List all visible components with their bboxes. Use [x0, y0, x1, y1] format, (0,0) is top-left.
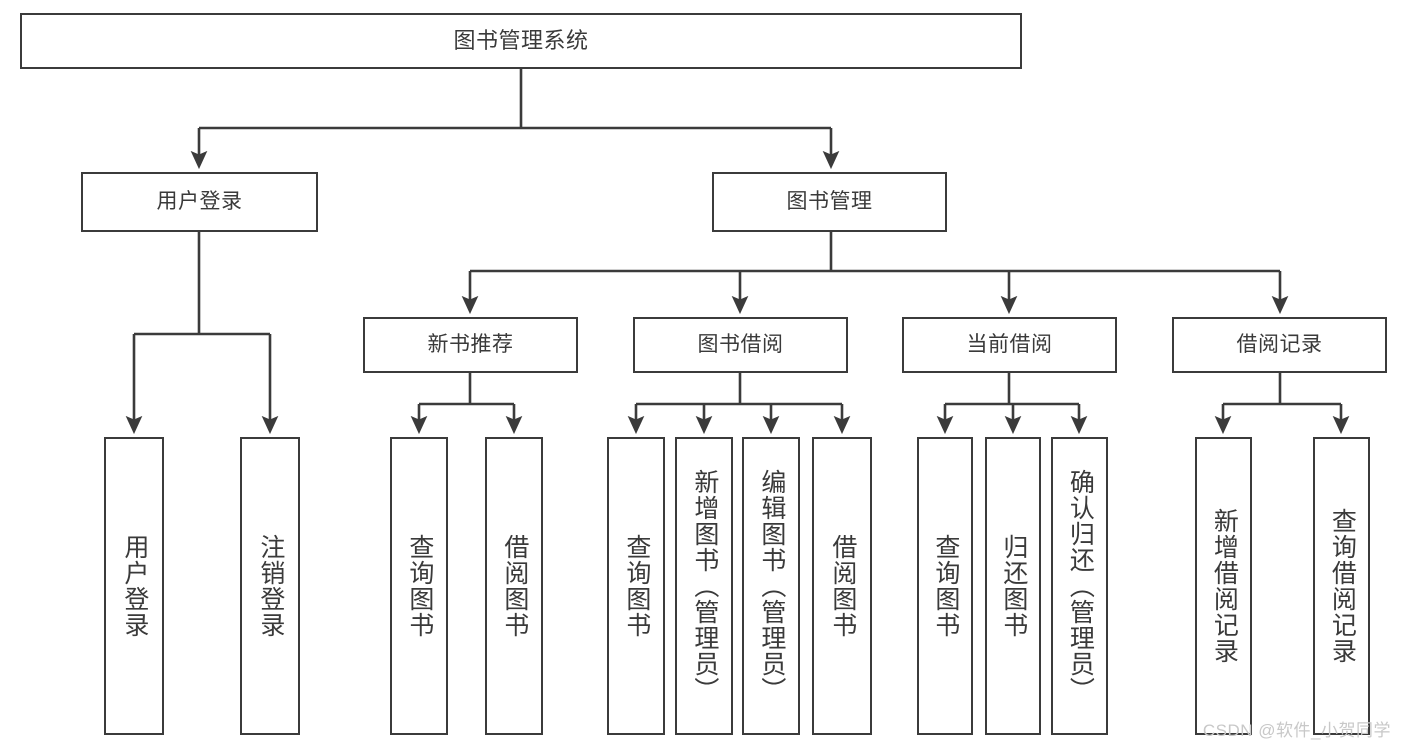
node-label: 借阅图书: [828, 534, 857, 638]
node-label: 新增借阅记录: [1210, 508, 1239, 664]
leaf-return-book[interactable]: 归还图书: [985, 437, 1041, 735]
leaf-borrow-book-recommend[interactable]: 借阅图书: [485, 437, 543, 735]
node-label: 用户登录: [120, 534, 149, 638]
leaf-query-book-borrow[interactable]: 查询图书: [607, 437, 665, 735]
leaf-borrow-book[interactable]: 借阅图书: [812, 437, 872, 735]
leaf-user-login[interactable]: 用户登录: [104, 437, 164, 735]
node-book-management[interactable]: 图书管理: [712, 172, 947, 232]
leaf-query-book-current[interactable]: 查询图书: [917, 437, 973, 735]
leaf-add-borrow-record[interactable]: 新增借阅记录: [1195, 437, 1252, 735]
leaf-logout-login[interactable]: 注销登录: [240, 437, 300, 735]
leaf-query-borrow-record[interactable]: 查询借阅记录: [1313, 437, 1370, 735]
leaf-query-book-recommend[interactable]: 查询图书: [390, 437, 448, 735]
node-label: 图书管理: [786, 189, 873, 213]
node-label: 查询图书: [622, 534, 651, 638]
node-label: 注销登录: [256, 534, 285, 638]
node-label: 用户登录: [156, 189, 243, 213]
node-root-system[interactable]: 图书管理系统: [20, 13, 1022, 69]
node-label: 图书管理系统: [453, 28, 589, 54]
leaf-edit-book-admin[interactable]: 编辑图书（管理员）: [742, 437, 800, 735]
node-label: 查询借阅记录: [1328, 508, 1357, 664]
leaf-confirm-return-admin[interactable]: 确认归还（管理员）: [1051, 437, 1108, 735]
node-label: 借阅图书: [500, 534, 529, 638]
node-label: 借阅记录: [1236, 332, 1323, 356]
node-label: 图书借阅: [697, 332, 784, 356]
node-label: 新书推荐: [427, 332, 514, 356]
node-label: 查询图书: [931, 534, 960, 638]
node-new-book-recommend[interactable]: 新书推荐: [363, 317, 578, 373]
node-current-borrow[interactable]: 当前借阅: [902, 317, 1117, 373]
leaf-add-book-admin[interactable]: 新增图书（管理员）: [675, 437, 733, 735]
node-label: 归还图书: [999, 534, 1028, 638]
node-user-login[interactable]: 用户登录: [81, 172, 318, 232]
node-book-borrow[interactable]: 图书借阅: [633, 317, 848, 373]
node-label: 新增图书（管理员）: [690, 469, 719, 703]
node-label: 查询图书: [405, 534, 434, 638]
node-label: 编辑图书（管理员）: [757, 469, 786, 703]
node-label: 确认归还（管理员）: [1066, 469, 1095, 703]
node-borrow-record[interactable]: 借阅记录: [1172, 317, 1387, 373]
node-label: 当前借阅: [966, 332, 1053, 356]
